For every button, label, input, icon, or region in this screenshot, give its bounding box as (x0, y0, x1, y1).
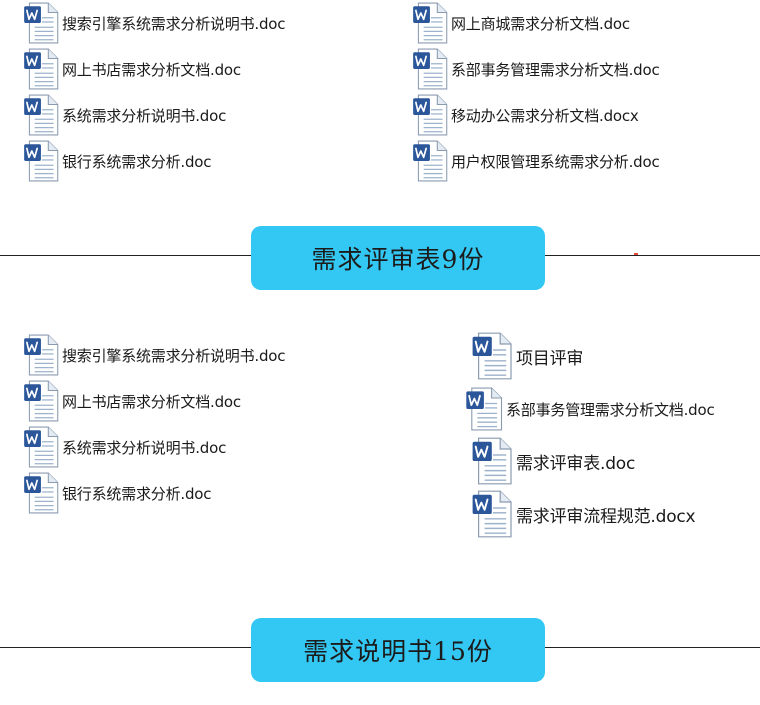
file-item[interactable]: 网上书店需求分析文档.doc (22, 380, 241, 422)
file-item[interactable]: 移动办公需求分析文档.docx (411, 94, 639, 136)
word-document-icon (22, 2, 62, 44)
file-name: 系统需求分析说明书.doc (62, 438, 227, 457)
file-item[interactable]: 需求评审流程规范.docx (470, 490, 696, 538)
requirement-specs-banner: 需求说明书15份 (251, 618, 545, 682)
file-name: 移动办公需求分析文档.docx (451, 106, 639, 125)
word-document-icon (22, 472, 62, 514)
word-document-icon (22, 140, 62, 182)
file-name: 系统需求分析说明书.doc (62, 106, 227, 125)
file-item[interactable]: 网上书店需求分析文档.doc (22, 48, 241, 90)
red-mark (634, 253, 638, 255)
file-name: 用户权限管理系统需求分析.doc (451, 152, 660, 171)
file-item[interactable]: 网上商城需求分析文档.doc (411, 2, 630, 44)
file-name: 搜索引擎系统需求分析说明书.doc (62, 14, 286, 33)
file-name: 网上书店需求分析文档.doc (62, 392, 241, 411)
file-item[interactable]: 需求评审表.doc (470, 437, 635, 485)
file-item[interactable]: 系统需求分析说明书.doc (22, 94, 226, 136)
word-document-icon (470, 332, 516, 380)
word-document-icon (411, 2, 451, 44)
file-name: 项目评审 (516, 348, 584, 369)
word-document-icon (470, 437, 516, 485)
file-item[interactable]: 系部事务管理需求分析文档.doc (411, 48, 660, 90)
file-item[interactable]: 系部事务管理需求分析文档.doc (464, 387, 715, 431)
file-item[interactable]: 项目评审 (470, 332, 583, 380)
file-item[interactable]: 搜索引擎系统需求分析说明书.doc (22, 2, 286, 44)
file-item[interactable]: 搜索引擎系统需求分析说明书.doc (22, 334, 286, 376)
file-name: 网上商城需求分析文档.doc (451, 14, 630, 33)
file-item[interactable]: 银行系统需求分析.doc (22, 140, 212, 182)
review-forms-banner: 需求评审表9份 (251, 226, 545, 290)
word-document-icon (411, 94, 451, 136)
file-name: 系部事务管理需求分析文档.doc (506, 400, 715, 419)
word-document-icon (411, 140, 451, 182)
file-item[interactable]: 用户权限管理系统需求分析.doc (411, 140, 660, 182)
word-document-icon (22, 426, 62, 468)
word-document-icon (22, 380, 62, 422)
word-document-icon (22, 334, 62, 376)
word-document-icon (22, 48, 62, 90)
file-name: 系部事务管理需求分析文档.doc (451, 60, 660, 79)
word-document-icon (470, 490, 516, 538)
word-document-icon (464, 387, 506, 431)
file-name: 需求评审流程规范.docx (516, 506, 696, 527)
file-name: 银行系统需求分析.doc (62, 152, 212, 171)
file-name: 银行系统需求分析.doc (62, 484, 212, 503)
file-name: 需求评审表.doc (516, 453, 636, 474)
file-item[interactable]: 银行系统需求分析.doc (22, 472, 212, 514)
file-name: 搜索引擎系统需求分析说明书.doc (62, 346, 286, 365)
file-item[interactable]: 系统需求分析说明书.doc (22, 426, 226, 468)
word-document-icon (22, 94, 62, 136)
file-name: 网上书店需求分析文档.doc (62, 60, 241, 79)
word-document-icon (411, 48, 451, 90)
